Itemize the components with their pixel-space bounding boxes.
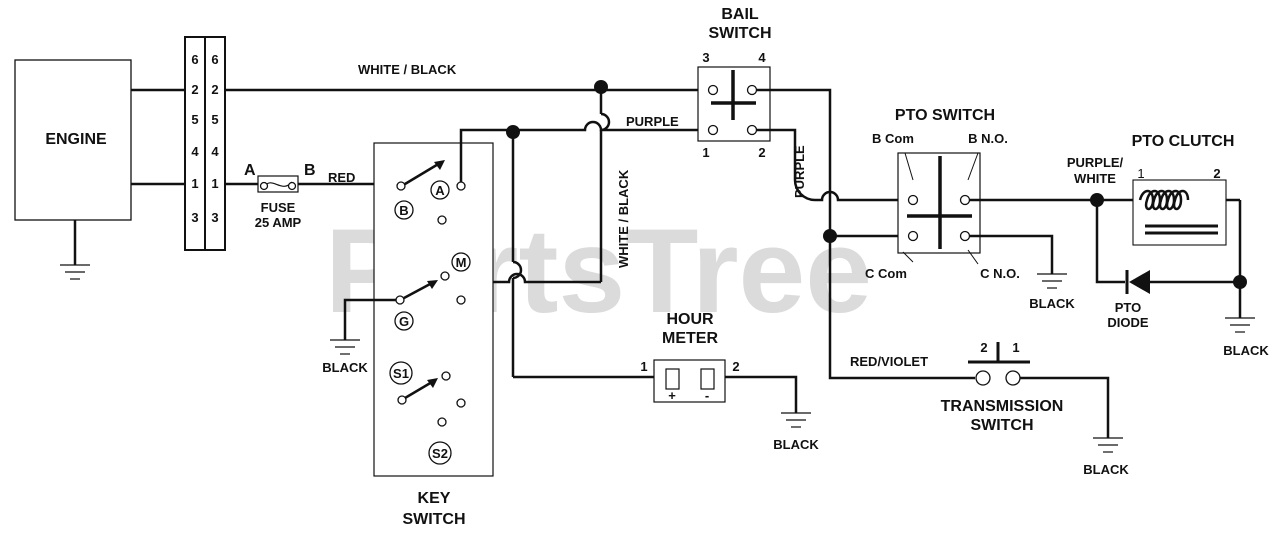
key-terminal-m: M [456,255,467,270]
transmission-pin-2: 2 [980,340,987,355]
pto-clutch-ground-label: BLACK [1223,343,1269,358]
fuse-end-a: A [244,162,256,179]
transmission-switch-label: TRANSMISSION [941,398,1064,415]
engine-label: ENGINE [45,131,107,148]
bail-pin-3: 3 [702,50,709,65]
hour-meter-pin-1: 1 [640,359,647,374]
bail-switch-label-2: SWITCH [708,25,771,42]
purple-wire-label: PURPLE [626,114,679,129]
bail-pin-4: 4 [758,50,766,65]
connector-left-pin: 2 [191,82,198,97]
purple-white-label-2: WHITE [1074,171,1116,186]
key-ground-label: BLACK [322,360,368,375]
transmission-pin-1: 1 [1012,340,1019,355]
connector-right-pin: 5 [211,112,218,127]
pto-diode-label-2: DIODE [1107,315,1149,330]
fuse-rating: 25 AMP [255,215,302,230]
hour-meter-minus: - [705,388,709,403]
pto-c-com: C Com [865,266,907,281]
pto-clutch: PTO CLUTCH 1 2 [1132,133,1235,246]
hour-meter-label: HOUR [666,311,714,328]
pto-clutch-pin-2: 2 [1213,166,1220,181]
red-violet-label: RED/VIOLET [850,354,928,369]
connector-right-pin: 1 [211,176,218,191]
pto-diode: PTO DIODE [1107,270,1150,330]
pto-clutch-pin-1: 1 [1137,166,1144,181]
red-wire-label: RED [328,170,355,185]
fuse-end-b: B [304,162,316,179]
connector-left-pin: 1 [191,176,198,191]
hour-meter-plus: + [668,388,676,403]
engine-connector: 6 2 5 4 1 3 6 2 5 4 1 3 [184,36,226,251]
connector-right-pin: 4 [211,144,219,159]
transmission-switch-label-2: SWITCH [970,417,1033,434]
connector-right-pin: 2 [211,82,218,97]
key-terminal-a: A [435,183,445,198]
pto-clutch-ground: BLACK [1223,317,1269,358]
pto-b-no: B N.O. [968,131,1008,146]
key-switch: B A M G S1 S2 KEY SWITCH [373,142,494,528]
bail-switch-label: BAIL [721,6,759,23]
pto-switch-label: PTO SWITCH [895,107,995,124]
engine-block: ENGINE [14,59,185,265]
pto-clutch-label: PTO CLUTCH [1132,133,1235,150]
pto-ground-label: BLACK [1029,296,1075,311]
fuse-label: FUSE [261,200,296,215]
key-switch-label: KEY [418,490,451,507]
pto-clutch-wire: PURPLE/ WHITE [970,155,1247,318]
hour-meter-ground-label: BLACK [773,437,819,452]
connector-right-pin: 6 [211,52,218,67]
connector-right-pin: 3 [211,210,218,225]
hour-meter-label-2: METER [662,330,718,347]
hour-meter: + - 1 2 HOUR METER BLACK [640,311,819,452]
white-black-label: WHITE / BLACK [358,62,457,77]
pto-diode-label: PTO [1115,300,1142,315]
key-a-wire: PURPLE [459,114,710,379]
transmission-ground-label: BLACK [1083,462,1129,477]
bail-pin-2: 2 [758,145,765,160]
pto-c-no: C N.O. [980,266,1020,281]
key-terminal-b: B [399,203,408,218]
purple-vertical-label: PURPLE [792,145,807,198]
pto-switch-ground: BLACK [970,234,1075,311]
bail-switch: 3 4 1 2 BAIL SWITCH [697,6,772,160]
pto-switch: PTO SWITCH B Com B N.O. C Com C N.O. [865,107,1020,281]
key-terminal-g: G [399,314,409,329]
bail-pin-1: 1 [702,145,709,160]
connector-left-pin: 6 [191,52,198,67]
hour-meter-pin-2: 2 [732,359,739,374]
fuse: A B FUSE 25 AMP [225,162,316,230]
purple-vertical-wire: PURPLE [757,128,912,202]
key-switch-label-2: SWITCH [402,511,465,528]
connector-left-pin: 3 [191,210,198,225]
purple-white-label: PURPLE/ [1067,155,1124,170]
engine-ground-symbol [60,264,90,280]
connector-left-pin: 5 [191,112,198,127]
transmission-switch: 2 1 TRANSMISSION SWITCH BLACK [941,340,1130,477]
bail-output-wire: RED/VIOLET [757,88,975,380]
pto-b-com: B Com [872,131,914,146]
connector-left-pin: 4 [191,144,199,159]
key-terminal-s2: S2 [432,446,448,461]
key-switch-ground: BLACK [322,298,396,375]
key-terminal-s1: S1 [393,366,409,381]
white-black-wire: WHITE / BLACK WHITE / BLACK [225,62,710,284]
white-black-vertical-label: WHITE / BLACK [616,169,631,268]
